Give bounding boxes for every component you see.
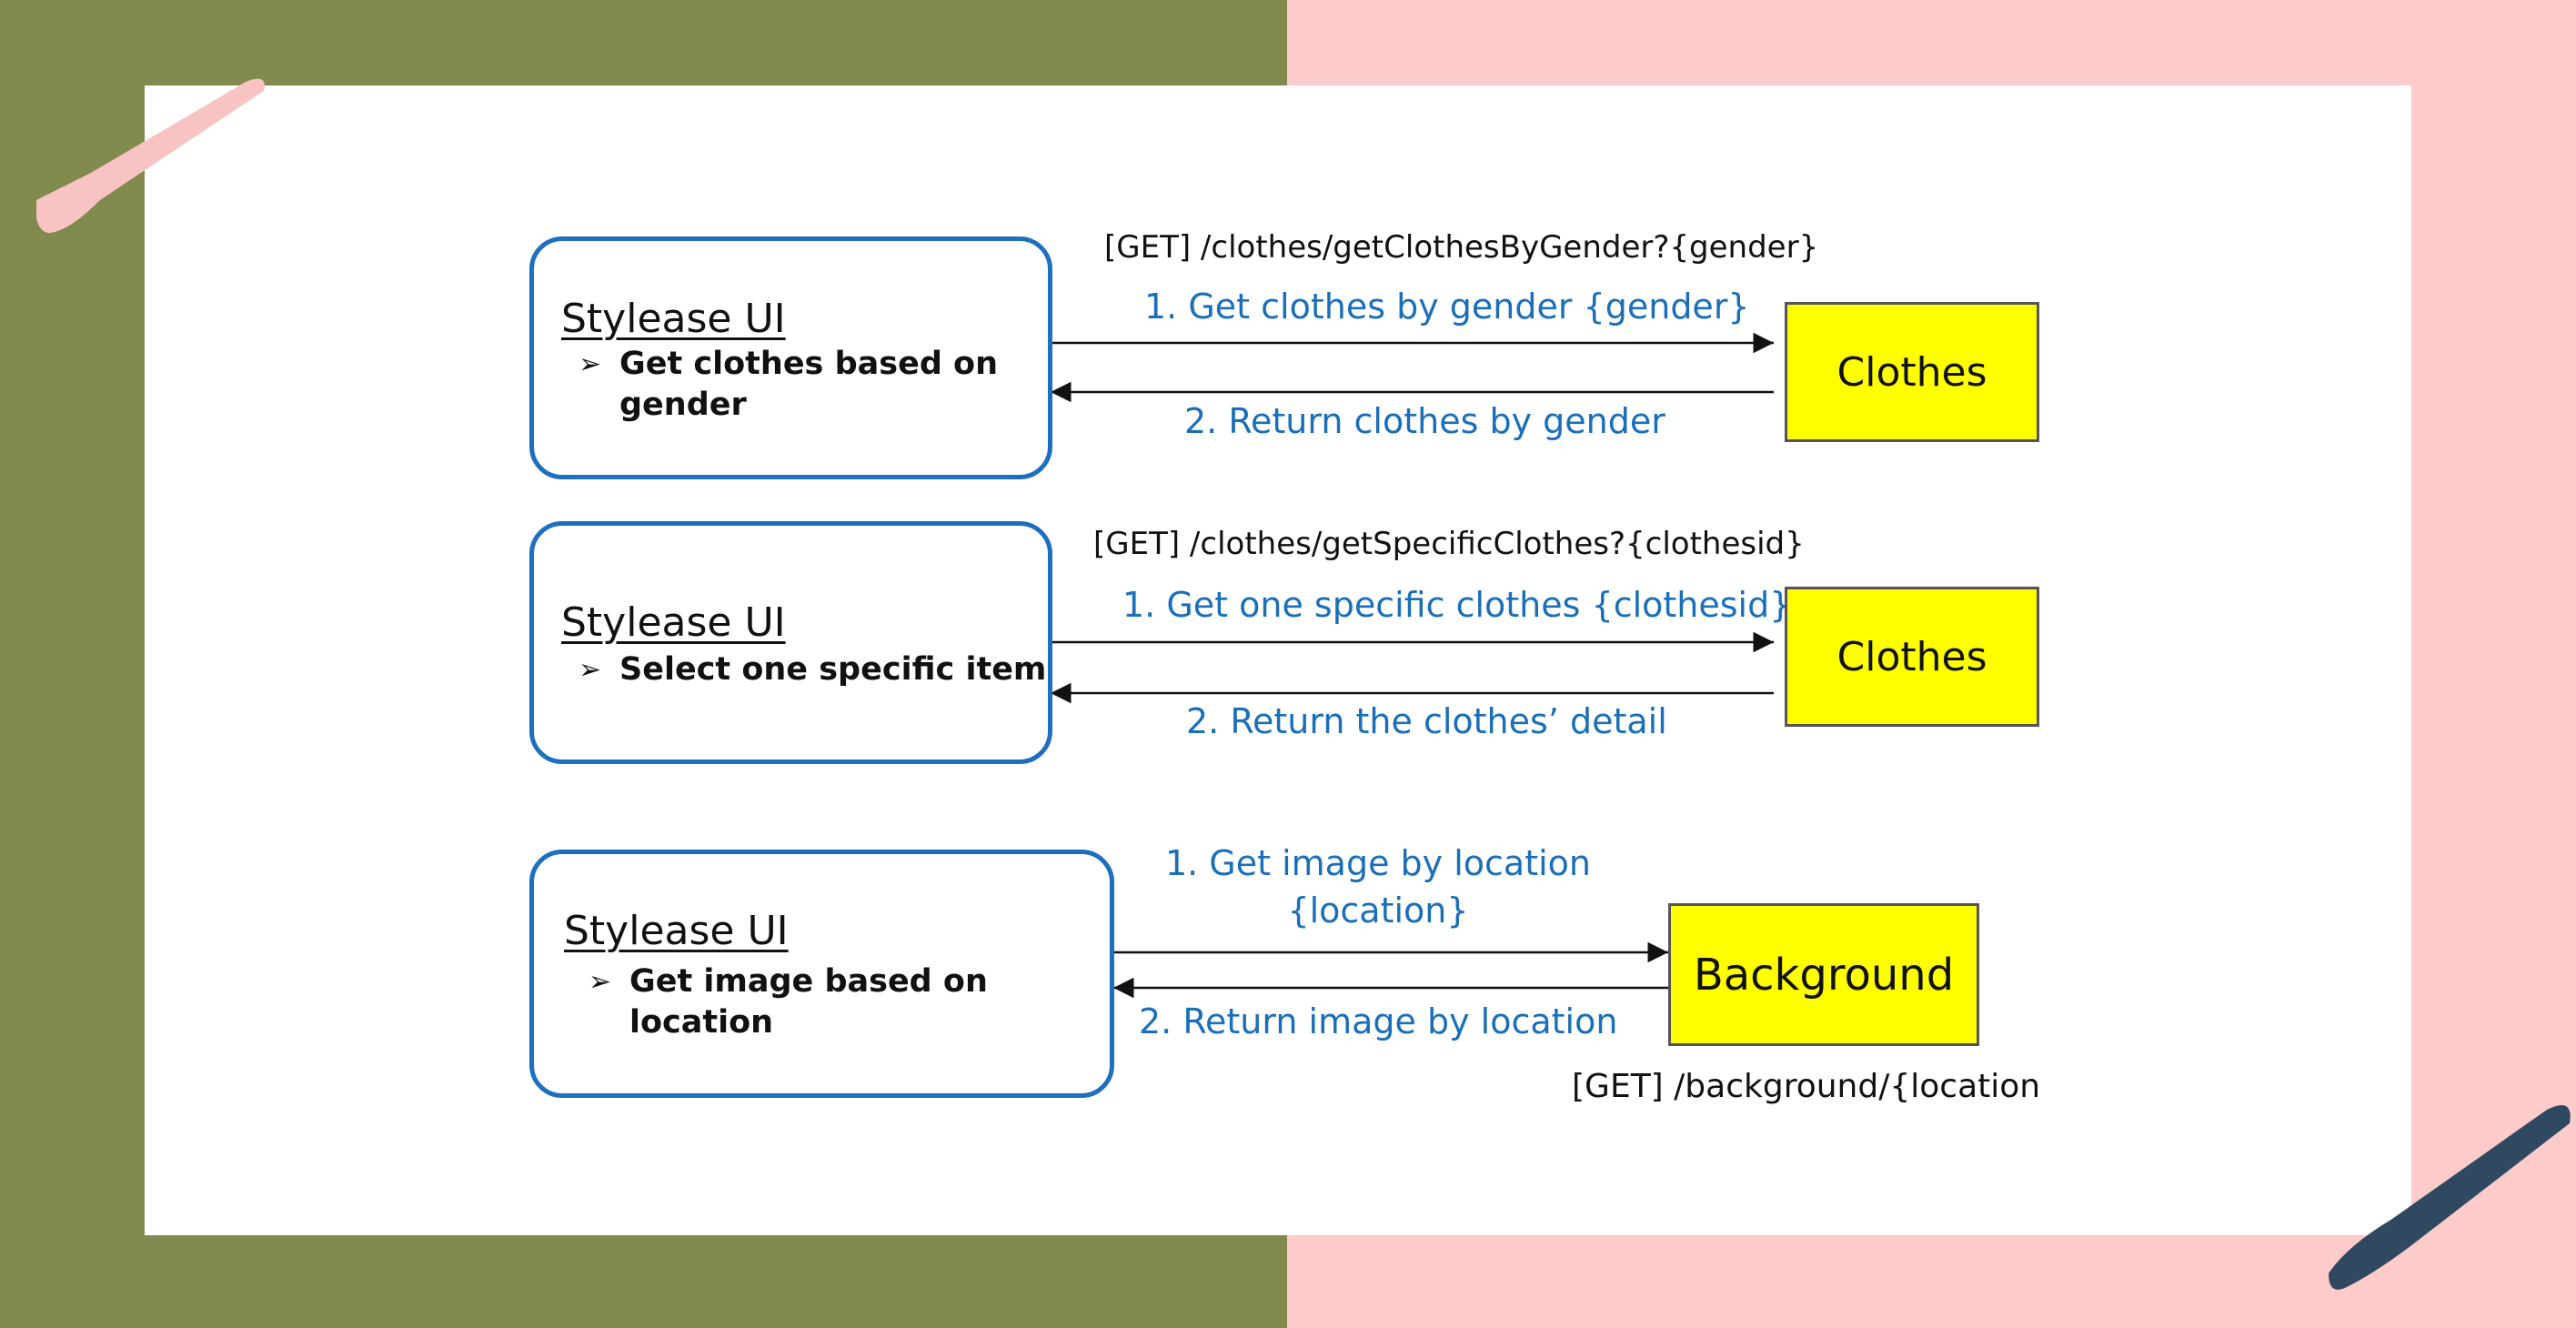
ui-title: Stylease UI bbox=[561, 599, 786, 646]
ui-title: Stylease UI bbox=[564, 908, 789, 954]
ui-box-location bbox=[529, 850, 1114, 1098]
endpoint-label: [GET] /clothes/getSpecificClothes?{cloth… bbox=[1093, 526, 1805, 562]
ui-item-text: ➢ Get image based on location bbox=[589, 961, 1030, 1043]
request-label: 1. Get image by location {location} bbox=[1155, 840, 1601, 934]
ui-item-label: Select one specific item bbox=[619, 651, 1047, 688]
arrowhead-bullet-icon: ➢ bbox=[579, 348, 602, 380]
response-label: 2. Return clothes by gender bbox=[1184, 401, 1665, 441]
decorative-brush-stroke-top-left bbox=[36, 78, 265, 233]
arrowhead-bullet-icon: ➢ bbox=[589, 966, 612, 998]
request-label: 1. Get clothes by gender {gender} bbox=[1144, 287, 1750, 327]
ui-item-label: Get clothes based on gender bbox=[619, 346, 999, 423]
request-label-line-1: 1. Get image by location bbox=[1164, 843, 1592, 883]
decorative-brush-stroke-bottom-right bbox=[2329, 1105, 2571, 1290]
background-box: Background bbox=[1668, 903, 1979, 1046]
clothes-box: Clothes bbox=[1785, 302, 2039, 442]
stroke-bottom-right-shape bbox=[2329, 1105, 2571, 1290]
request-label-line-2: {location} bbox=[1287, 890, 1469, 931]
ui-box-gender bbox=[529, 236, 1052, 479]
target-label: Clothes bbox=[1836, 348, 1987, 396]
request-label: 1. Get one specific clothes {clothesid} bbox=[1122, 585, 1792, 625]
arrowhead-bullet-icon: ➢ bbox=[579, 654, 602, 686]
ui-title: Stylease UI bbox=[561, 296, 786, 342]
clothes-box: Clothes bbox=[1785, 587, 2039, 727]
ui-item-text: ➢ Get clothes based on gender bbox=[579, 344, 1020, 426]
target-label: Background bbox=[1693, 949, 1955, 1001]
ui-item-text: ➢ Select one specific item bbox=[579, 649, 1047, 690]
target-label: Clothes bbox=[1836, 633, 1987, 680]
ui-box-specific bbox=[529, 521, 1052, 764]
response-label: 2. Return the clothes’ detail bbox=[1186, 701, 1667, 741]
endpoint-label: [GET] /background/{location bbox=[1572, 1068, 2041, 1105]
response-label: 2. Return image by location bbox=[1139, 1001, 1618, 1041]
endpoint-label: [GET] /clothes/getClothesByGender?{gende… bbox=[1104, 229, 1819, 266]
stroke-top-left-shape bbox=[36, 78, 265, 233]
ui-item-label: Get image based on location bbox=[629, 963, 988, 1041]
